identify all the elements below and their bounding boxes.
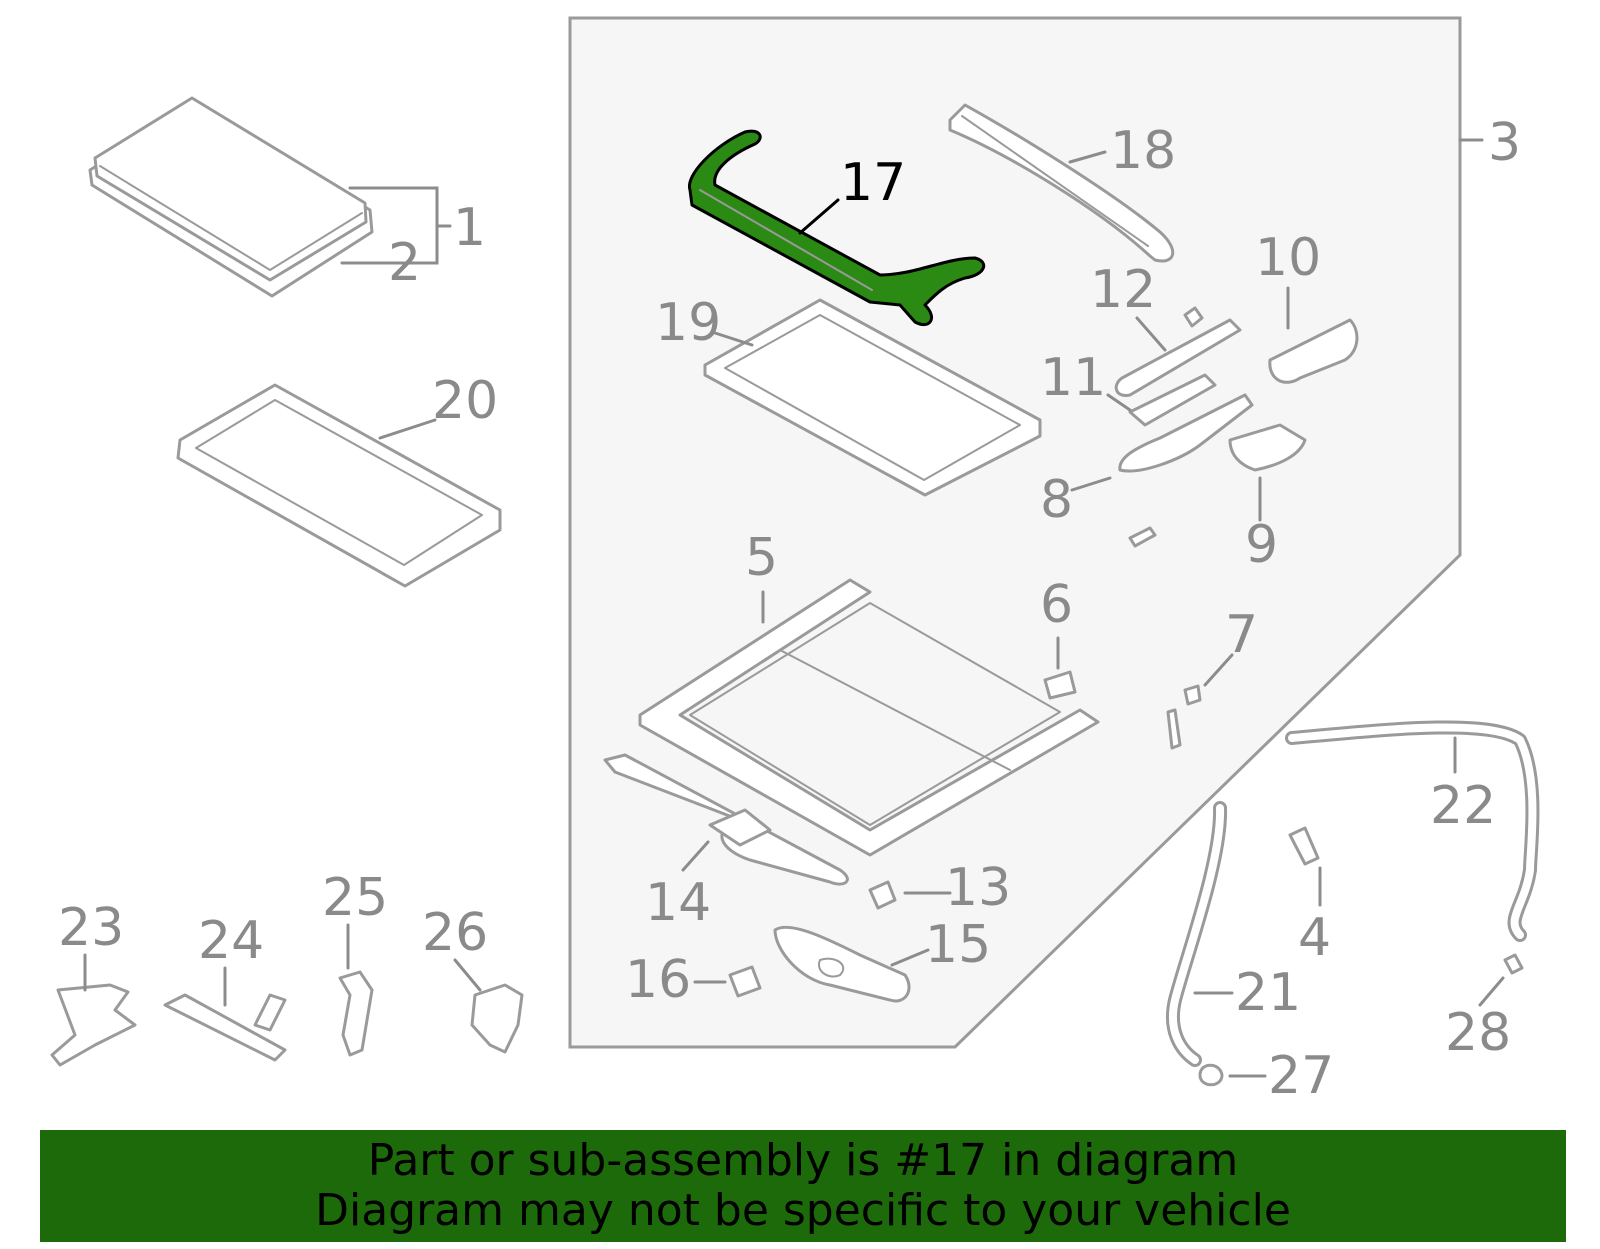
callout-24: 24 bbox=[198, 911, 264, 971]
callout-15: 15 bbox=[925, 915, 991, 975]
callout-18: 18 bbox=[1110, 121, 1176, 181]
callout-20: 20 bbox=[432, 371, 498, 431]
banner-part-note: Part or sub-assembly is #17 in diagram bbox=[367, 1135, 1239, 1186]
callout-3: 3 bbox=[1488, 113, 1521, 173]
part-4-clip[interactable] bbox=[1288, 826, 1320, 866]
part-20-seal[interactable] bbox=[176, 383, 502, 588]
callout-21: 21 bbox=[1235, 963, 1301, 1023]
part-23-bracket[interactable] bbox=[50, 983, 137, 1067]
part-27-grommet[interactable] bbox=[1198, 1063, 1224, 1087]
part-19-sunshade-frame[interactable] bbox=[703, 298, 1042, 497]
part-6-clip[interactable] bbox=[1043, 670, 1077, 700]
callout-13: 13 bbox=[945, 858, 1011, 918]
part-10-hinge[interactable] bbox=[1268, 318, 1359, 384]
callout-23: 23 bbox=[58, 898, 124, 958]
callout-12: 12 bbox=[1090, 260, 1156, 320]
part-info-banner: Part or sub-assembly is #17 in diagram D… bbox=[40, 1130, 1566, 1242]
part-24-bracket[interactable] bbox=[163, 993, 287, 1062]
callout-8: 8 bbox=[1040, 470, 1073, 530]
callout-27: 27 bbox=[1268, 1046, 1334, 1106]
callout-2: 2 bbox=[388, 233, 421, 293]
callout-17-highlighted: 17 bbox=[840, 153, 906, 213]
callout-7: 7 bbox=[1225, 605, 1258, 665]
part-22-drain-hose[interactable] bbox=[1285, 720, 1540, 942]
part-14-cable-drive[interactable] bbox=[603, 753, 849, 886]
part-9-hinge[interactable] bbox=[1228, 423, 1307, 472]
part-21-drain-hose[interactable] bbox=[1165, 801, 1228, 1067]
part-18-rail-guide[interactable] bbox=[948, 103, 1174, 263]
callout-14: 14 bbox=[645, 873, 711, 933]
callout-9: 9 bbox=[1245, 515, 1278, 575]
part-11-bracket[interactable] bbox=[1128, 373, 1217, 427]
callout-11: 11 bbox=[1040, 348, 1106, 408]
part-16-bushing[interactable] bbox=[728, 965, 762, 998]
callout-19: 19 bbox=[655, 293, 721, 353]
callout-6: 6 bbox=[1040, 575, 1073, 635]
part-12-bracket[interactable] bbox=[1114, 306, 1242, 397]
part-25-bracket[interactable] bbox=[338, 970, 374, 1057]
part-1-2-glass-panel[interactable] bbox=[88, 96, 374, 298]
callout-22: 22 bbox=[1430, 776, 1496, 836]
callout-28: 28 bbox=[1445, 1003, 1511, 1063]
part-13-screw[interactable] bbox=[868, 880, 897, 910]
callout-1: 1 bbox=[453, 198, 486, 258]
part-5-sunroof-frame[interactable] bbox=[638, 578, 1100, 857]
callout-16: 16 bbox=[625, 950, 691, 1010]
part-28-grommet[interactable] bbox=[1503, 953, 1524, 975]
callout-4: 4 bbox=[1298, 908, 1331, 968]
banner-disclaimer: Diagram may not be specific to your vehi… bbox=[315, 1185, 1291, 1236]
part-15-motor[interactable] bbox=[773, 925, 911, 1003]
part-26-bracket[interactable] bbox=[470, 983, 524, 1054]
callout-10: 10 bbox=[1255, 228, 1321, 288]
part-17-wind-deflector[interactable] bbox=[688, 129, 986, 327]
callout-25: 25 bbox=[322, 868, 388, 928]
part-8-link-arm[interactable] bbox=[1118, 393, 1254, 548]
callout-5: 5 bbox=[745, 528, 778, 588]
callout-26: 26 bbox=[422, 903, 488, 963]
part-7-bolt[interactable] bbox=[1166, 684, 1202, 750]
